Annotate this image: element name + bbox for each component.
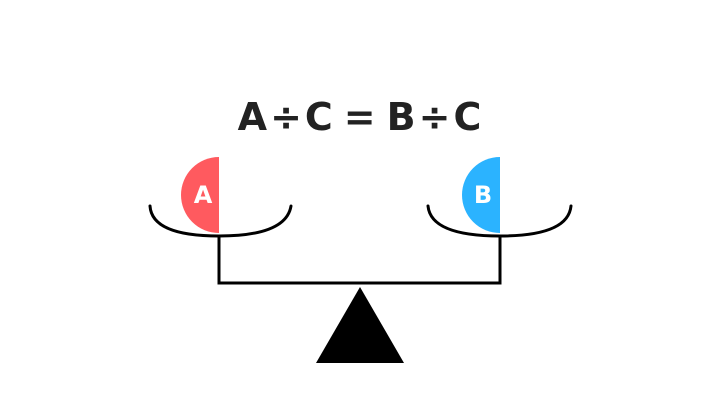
equation-term-b: B xyxy=(386,95,417,139)
divide-sign: ÷ xyxy=(418,95,452,139)
scale-beam xyxy=(217,236,502,285)
ball-a-half-circle xyxy=(181,157,219,233)
equals-sign: = xyxy=(343,95,377,139)
ball-a-label: A xyxy=(193,181,213,209)
ball-b-label: B xyxy=(473,181,493,209)
equation-term-a: A xyxy=(237,95,269,139)
ball-b-half-circle xyxy=(462,157,500,233)
equation-term-c: C xyxy=(304,95,334,139)
divide-sign: ÷ xyxy=(270,95,303,139)
equation: A÷C=B÷C xyxy=(0,98,720,136)
fulcrum-triangle xyxy=(316,287,404,363)
equation-term-c: C xyxy=(453,95,483,139)
